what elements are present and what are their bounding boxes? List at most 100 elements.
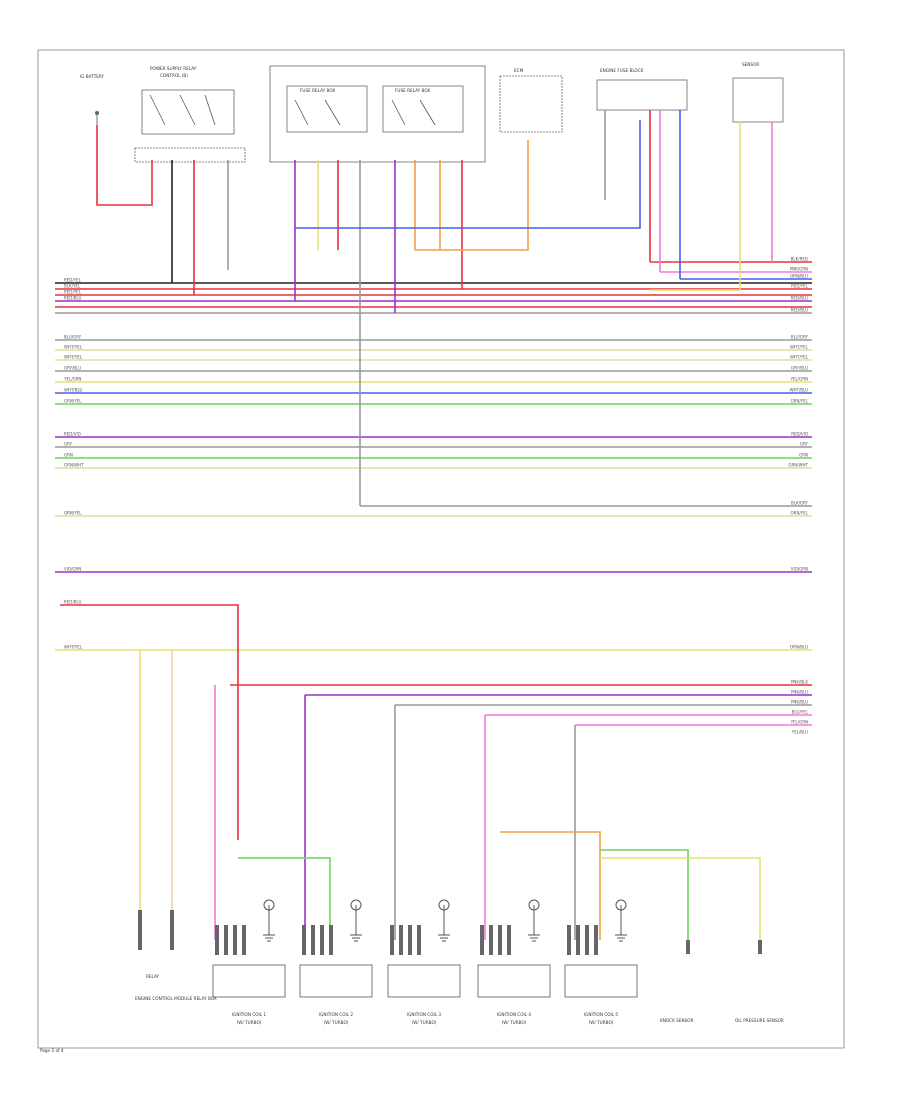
right-wire-label: YEL/BLU: [791, 730, 808, 735]
left-wire-label: WHT/BLU: [64, 388, 83, 393]
right-wire-label: BLK/RED: [791, 257, 808, 262]
ecm-top-label: ECM: [514, 68, 524, 73]
power-supply-relay-sub: CONTROL (B): [160, 73, 188, 78]
right-wire-label: GRY/BLU: [791, 366, 808, 371]
fuse-relay-1-label: FUSE RELAY BOX: [300, 88, 335, 93]
engine-fuse-block: ENGINE FUSE BLOCK: [596, 68, 688, 111]
ground-icon: [350, 905, 362, 942]
connector-pin: [498, 925, 502, 955]
left-wire-label: BLU/GRY: [64, 335, 82, 340]
left-wire-label: VIO/GRN: [64, 567, 81, 572]
engine-fuse-block-box: [596, 79, 688, 111]
right-wire-label: PNK/GRN: [790, 267, 808, 272]
left-wire-label: RED/BLU: [64, 600, 82, 605]
left-label-column: RED/YELBLK/YELRED/YELRED/BLUBLU/GRYWHT/Y…: [63, 278, 84, 650]
right-wire-label: GRN/YEL: [791, 399, 809, 404]
connector-pin: [390, 925, 394, 955]
right-wire-label: YEL/GRN: [790, 377, 808, 382]
vertical-wire: [295, 120, 641, 229]
ground-icon: [438, 905, 450, 942]
ignition-coil-label: IGNITION COIL 4: [497, 1012, 532, 1017]
right-wire-label: YEL/GRN: [790, 720, 808, 725]
ignition-coil-sub: (W/ TURBO): [502, 1020, 527, 1025]
vertical-wire: [238, 857, 331, 940]
connector-pin: [594, 925, 598, 955]
ignition-coil-label: IGNITION COIL 2: [319, 1012, 354, 1017]
sensor-b: OIL PRESSURE SENSOR: [735, 1018, 784, 1023]
left-wire-label: WHT/YEL: [64, 345, 83, 350]
left-wire-label: GRN/WHT: [64, 463, 84, 468]
vertical-wire: [415, 140, 529, 251]
power-supply-relay-label: POWER SUPPLY RELAY: [150, 66, 197, 71]
relay-pin: [170, 910, 174, 950]
right-wire-label: BLU/GRY: [791, 335, 809, 340]
vertical-wire: [650, 122, 741, 291]
bus-wire: [60, 604, 239, 840]
ignition-coil: [299, 899, 373, 998]
vertical-wire: [96, 125, 153, 206]
left-wire-label: GRY/BLU: [64, 366, 81, 371]
ignition-coil-sub: (W/ TURBO): [412, 1020, 437, 1025]
right-wire-label: PNK/BLK: [791, 680, 808, 685]
relay-box-text: ENGINE CONTROL MODULE RELAY BOX: [135, 996, 217, 1001]
sensor-top: SENSOR: [732, 62, 784, 123]
ignition-coil: [564, 899, 638, 998]
left-wire-label: ORN/YEL: [64, 511, 82, 516]
connector-pin: [408, 925, 412, 955]
sensor-pin: [758, 940, 762, 954]
ignition-coil-sub: (W/ TURBO): [589, 1020, 614, 1025]
left-wire-label: RED/YEL: [64, 278, 82, 283]
right-wire-label: PNK/BLU: [791, 690, 808, 695]
connector-pin: [576, 925, 580, 955]
right-wire-label: ORN/BLU: [790, 645, 808, 650]
connector-pin: [585, 925, 589, 955]
wire-group: [55, 110, 812, 945]
diagram-frame: [37, 49, 845, 1049]
sensor-top-label: SENSOR: [742, 62, 759, 67]
left-wire-label: WHT/YEL: [64, 645, 83, 650]
right-wire-label: PNK/BLU: [791, 700, 808, 705]
right-wire-label: VIO/GRN: [791, 567, 808, 572]
left-wire-label: GRN: [64, 453, 73, 458]
connector-pin: [311, 925, 315, 955]
ignition-coil-sub: (W/ TURBO): [237, 1020, 262, 1025]
connector-pin: [507, 925, 511, 955]
right-wire-label: GRN/WHT: [788, 463, 808, 468]
ignition-coil: [477, 899, 551, 998]
left-wire-label: YEL/GRN: [63, 377, 81, 382]
fuse-relay-group: FUSE RELAY BOX FUSE RELAY BOX: [269, 65, 486, 163]
left-wire-label: WHT/YEL: [64, 355, 83, 360]
connector-pin: [480, 925, 484, 955]
sensor-b-label: OIL PRESSURE SENSOR: [735, 1018, 784, 1023]
right-wire-label: RED/VIO: [791, 432, 808, 437]
fuse-relay-2: [382, 85, 464, 133]
ignition-coil: [387, 899, 461, 998]
ignition-coil-sub: (W/ TURBO): [324, 1020, 349, 1025]
connector-pin: [567, 925, 571, 955]
ig-battery: IG BATTERY: [80, 74, 105, 125]
vertical-wire: [500, 831, 601, 940]
ignition-coil-label: IGNITION COIL 5: [584, 1012, 619, 1017]
vertical-wire: [600, 857, 761, 940]
right-wire-label: BLU/YEL: [792, 710, 809, 715]
fuse-relay-2-label: FUSE RELAY BOX: [395, 88, 430, 93]
connector-pin: [242, 925, 246, 955]
power-supply-relay: POWER SUPPLY RELAY CONTROL (B): [134, 66, 246, 163]
right-wire-label: GRY: [800, 442, 809, 447]
connector-pin: [215, 925, 219, 955]
left-wire-label: BLK/YEL: [64, 284, 81, 289]
sensor-pin: [686, 940, 690, 954]
connector-pin: [489, 925, 493, 955]
page-reference: Page 2 of 4: [40, 1048, 64, 1053]
ignition-coil-label: IGNITION COIL 1: [232, 1012, 267, 1017]
ground-icon: [263, 905, 275, 942]
fuse-relay-1: [286, 85, 368, 133]
left-wire-label: RED/VIO: [64, 432, 81, 437]
engine-fuse-block-label: ENGINE FUSE BLOCK: [600, 68, 644, 73]
connector-pin: [224, 925, 228, 955]
right-wire-label: WHT/YEL: [790, 345, 809, 350]
connector-pin: [417, 925, 421, 955]
right-wire-label: GRN: [799, 453, 808, 458]
ignition-coil-label: IGNITION COIL 3: [407, 1012, 442, 1017]
